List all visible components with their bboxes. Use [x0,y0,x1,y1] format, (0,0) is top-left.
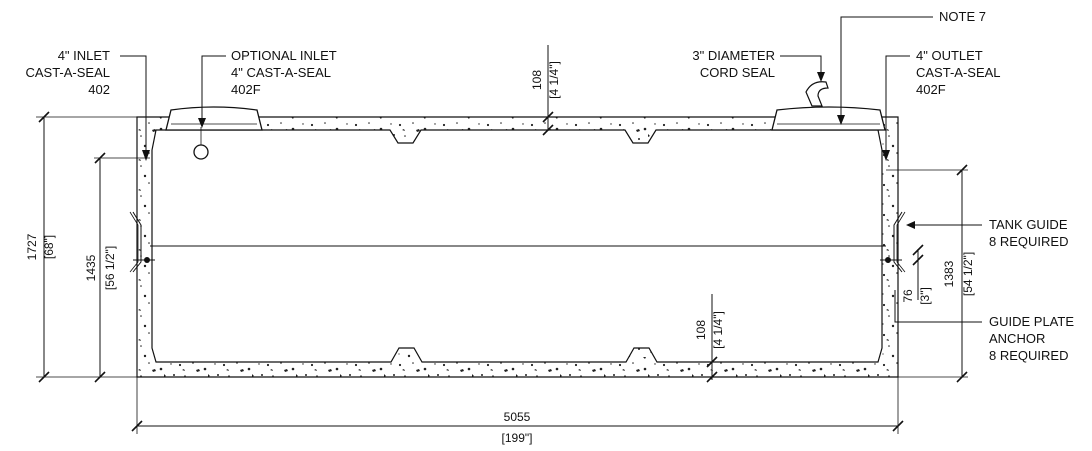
dim-guide-offset-mm: 76 [901,289,915,303]
cord-seal-pipe [805,81,829,107]
dim-right-height-in: [54 1/2"] [961,252,975,296]
dim-tick [94,152,106,164]
inlet-label-line2: CAST-A-SEAL [25,65,110,80]
tank-guide-label-line2: 8 REQUIRED [989,234,1068,249]
outlet-arrowhead [882,150,890,161]
optional-inlet-leader [201,55,226,126]
dim-overall-height-mm: 1727 [25,233,39,260]
optional-inlet-circle [193,144,209,160]
tank-guide-right-inner [896,211,906,273]
outlet-leader [885,55,910,158]
dim-tick [706,356,718,368]
note-leader [840,16,933,123]
dim-tick [94,371,106,383]
inlet-leader [120,55,147,158]
outlet-riser-cap [771,106,886,131]
dim-bottom-thickness-mm: 108 [694,320,708,340]
guide-plate-leader [894,290,982,323]
dim-overall-length-in: [199"] [502,431,533,445]
outlet-label-line3: 402F [916,82,946,97]
dim-guide-offset-in: [3"] [918,287,932,305]
dim-tick [912,244,924,256]
tank-guide-left [132,211,142,273]
outlet-label-line1: 4" OUTLET [916,48,983,63]
inlet-arrowhead [142,150,150,161]
guide-plate-label-line1: GUIDE PLATE [989,314,1074,329]
tank-concrete-wall [136,116,899,378]
tank-guide-arrowhead [906,221,915,229]
optional-inlet-arrowhead [198,118,206,128]
dim-top-thickness-in: [4 1/4"] [547,61,561,99]
inlet-label-line1: 4" INLET [58,48,110,63]
note-arrowhead [837,115,845,125]
dim-right-height-mm: 1383 [942,260,956,287]
guide-plate-label-line3: 8 REQUIRED [989,348,1068,363]
dim-overall-length-mm: 5055 [504,410,531,424]
dim-tick [542,111,554,123]
dim-tick [956,164,968,176]
dim-tick [956,371,968,383]
dim-inner-height-mm: 1435 [84,254,98,281]
dim-overall-height-in: [68"] [42,235,56,259]
inlet-label-line3: 402 [88,82,110,97]
dim-bottom-thickness-in: [4 1/4"] [711,311,725,349]
dim-tick [706,371,718,383]
tank-guide-right [893,211,903,273]
optional-inlet-label-line1: OPTIONAL INLET [231,48,337,63]
tank-guide-label-line1: TANK GUIDE [989,217,1068,232]
cord-seal-arrowhead [817,72,825,82]
dim-tick [912,254,924,266]
guide-plate-label-line2: ANCHOR [989,331,1045,346]
cord-seal-label-line2: CORD SEAL [700,65,775,80]
tank-guide-left-inner [129,211,139,273]
outlet-label-line2: CAST-A-SEAL [916,65,1001,80]
inlet-riser-cap [165,106,263,131]
dim-inner-height-in: [56 1/2"] [103,246,117,290]
optional-inlet-label-line2: 4" CAST-A-SEAL [231,65,331,80]
dim-tick [38,371,50,383]
dim-top-thickness-mm: 108 [530,70,544,90]
optional-inlet-label-line3: 402F [231,82,261,97]
dim-tick [38,111,50,123]
cord-seal-label-line1: 3" DIAMETER [692,48,775,63]
cord-seal-leader [780,55,822,80]
note-label: NOTE 7 [939,9,986,24]
dim-tick [542,124,554,136]
dim-tick [892,420,904,432]
dim-tick [131,420,143,432]
